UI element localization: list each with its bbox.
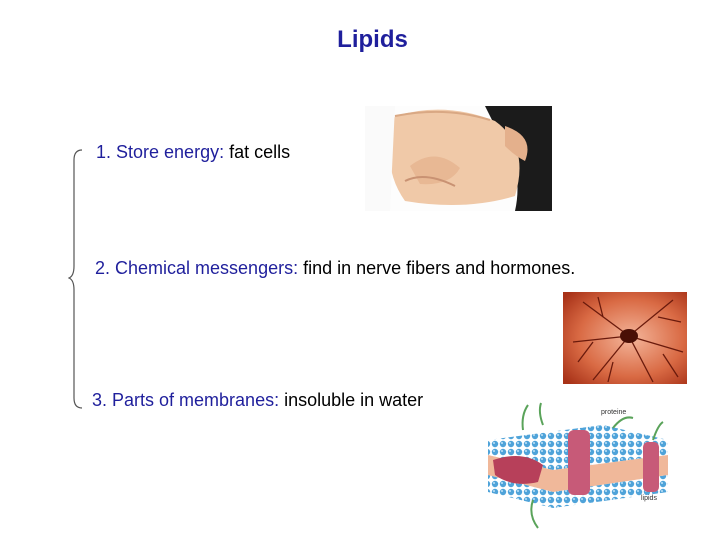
item-detail-text: find in nerve fibers and hormones. <box>298 258 576 278</box>
slide-title: Lipids <box>337 26 408 53</box>
list-item-chemical-messengers: 2. Chemical messengers: find in nerve fi… <box>95 258 575 279</box>
membrane-lipid-label: lipids <box>641 495 657 502</box>
item-lead-text: 3. Parts of membranes: <box>92 390 280 410</box>
list-item-store-energy: 1. Store energy: fat cells <box>96 142 290 163</box>
left-brace <box>68 149 83 409</box>
membrane-protein-label: proteine <box>601 409 626 416</box>
fat-cells-photo <box>365 106 552 211</box>
cell-membrane-diagram: proteine lipids <box>483 400 671 532</box>
item-lead-text: 2. Chemical messengers: <box>95 258 299 278</box>
item-lead-text: 1. Store energy: <box>96 142 225 162</box>
item-detail-text: insoluble in water <box>279 390 424 410</box>
nerve-cell-photo <box>563 292 687 384</box>
item-detail-text: fat cells <box>224 142 291 162</box>
list-item-parts-of-membranes: 3. Parts of membranes: insoluble in wate… <box>92 390 423 411</box>
